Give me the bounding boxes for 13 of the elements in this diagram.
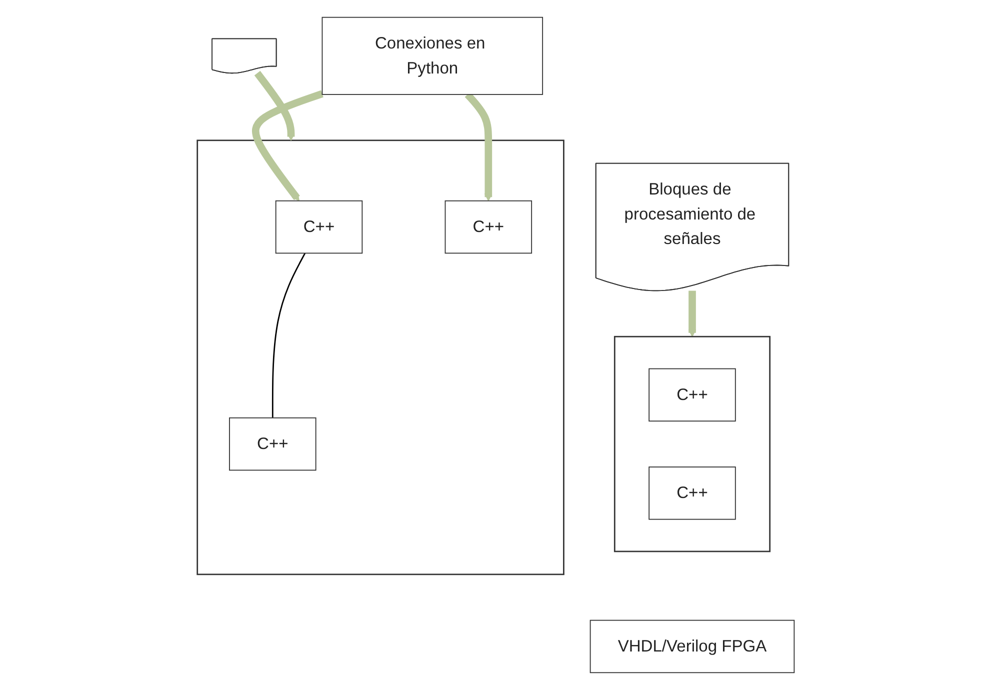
node-box: C++ [228,417,316,471]
cluster [196,140,564,576]
node-box: C++ [648,466,736,520]
arrow [252,90,324,202]
node-box: C++ [444,200,532,254]
arrow [688,290,696,337]
node-box: C++ [275,200,362,254]
node-box: VHDL/Verilog FPGA [590,620,794,674]
arrow [254,70,295,141]
node-box: C++ [648,368,736,422]
cluster [614,336,770,552]
connector [272,252,306,418]
node-box: Conexiones en Python [322,16,543,95]
